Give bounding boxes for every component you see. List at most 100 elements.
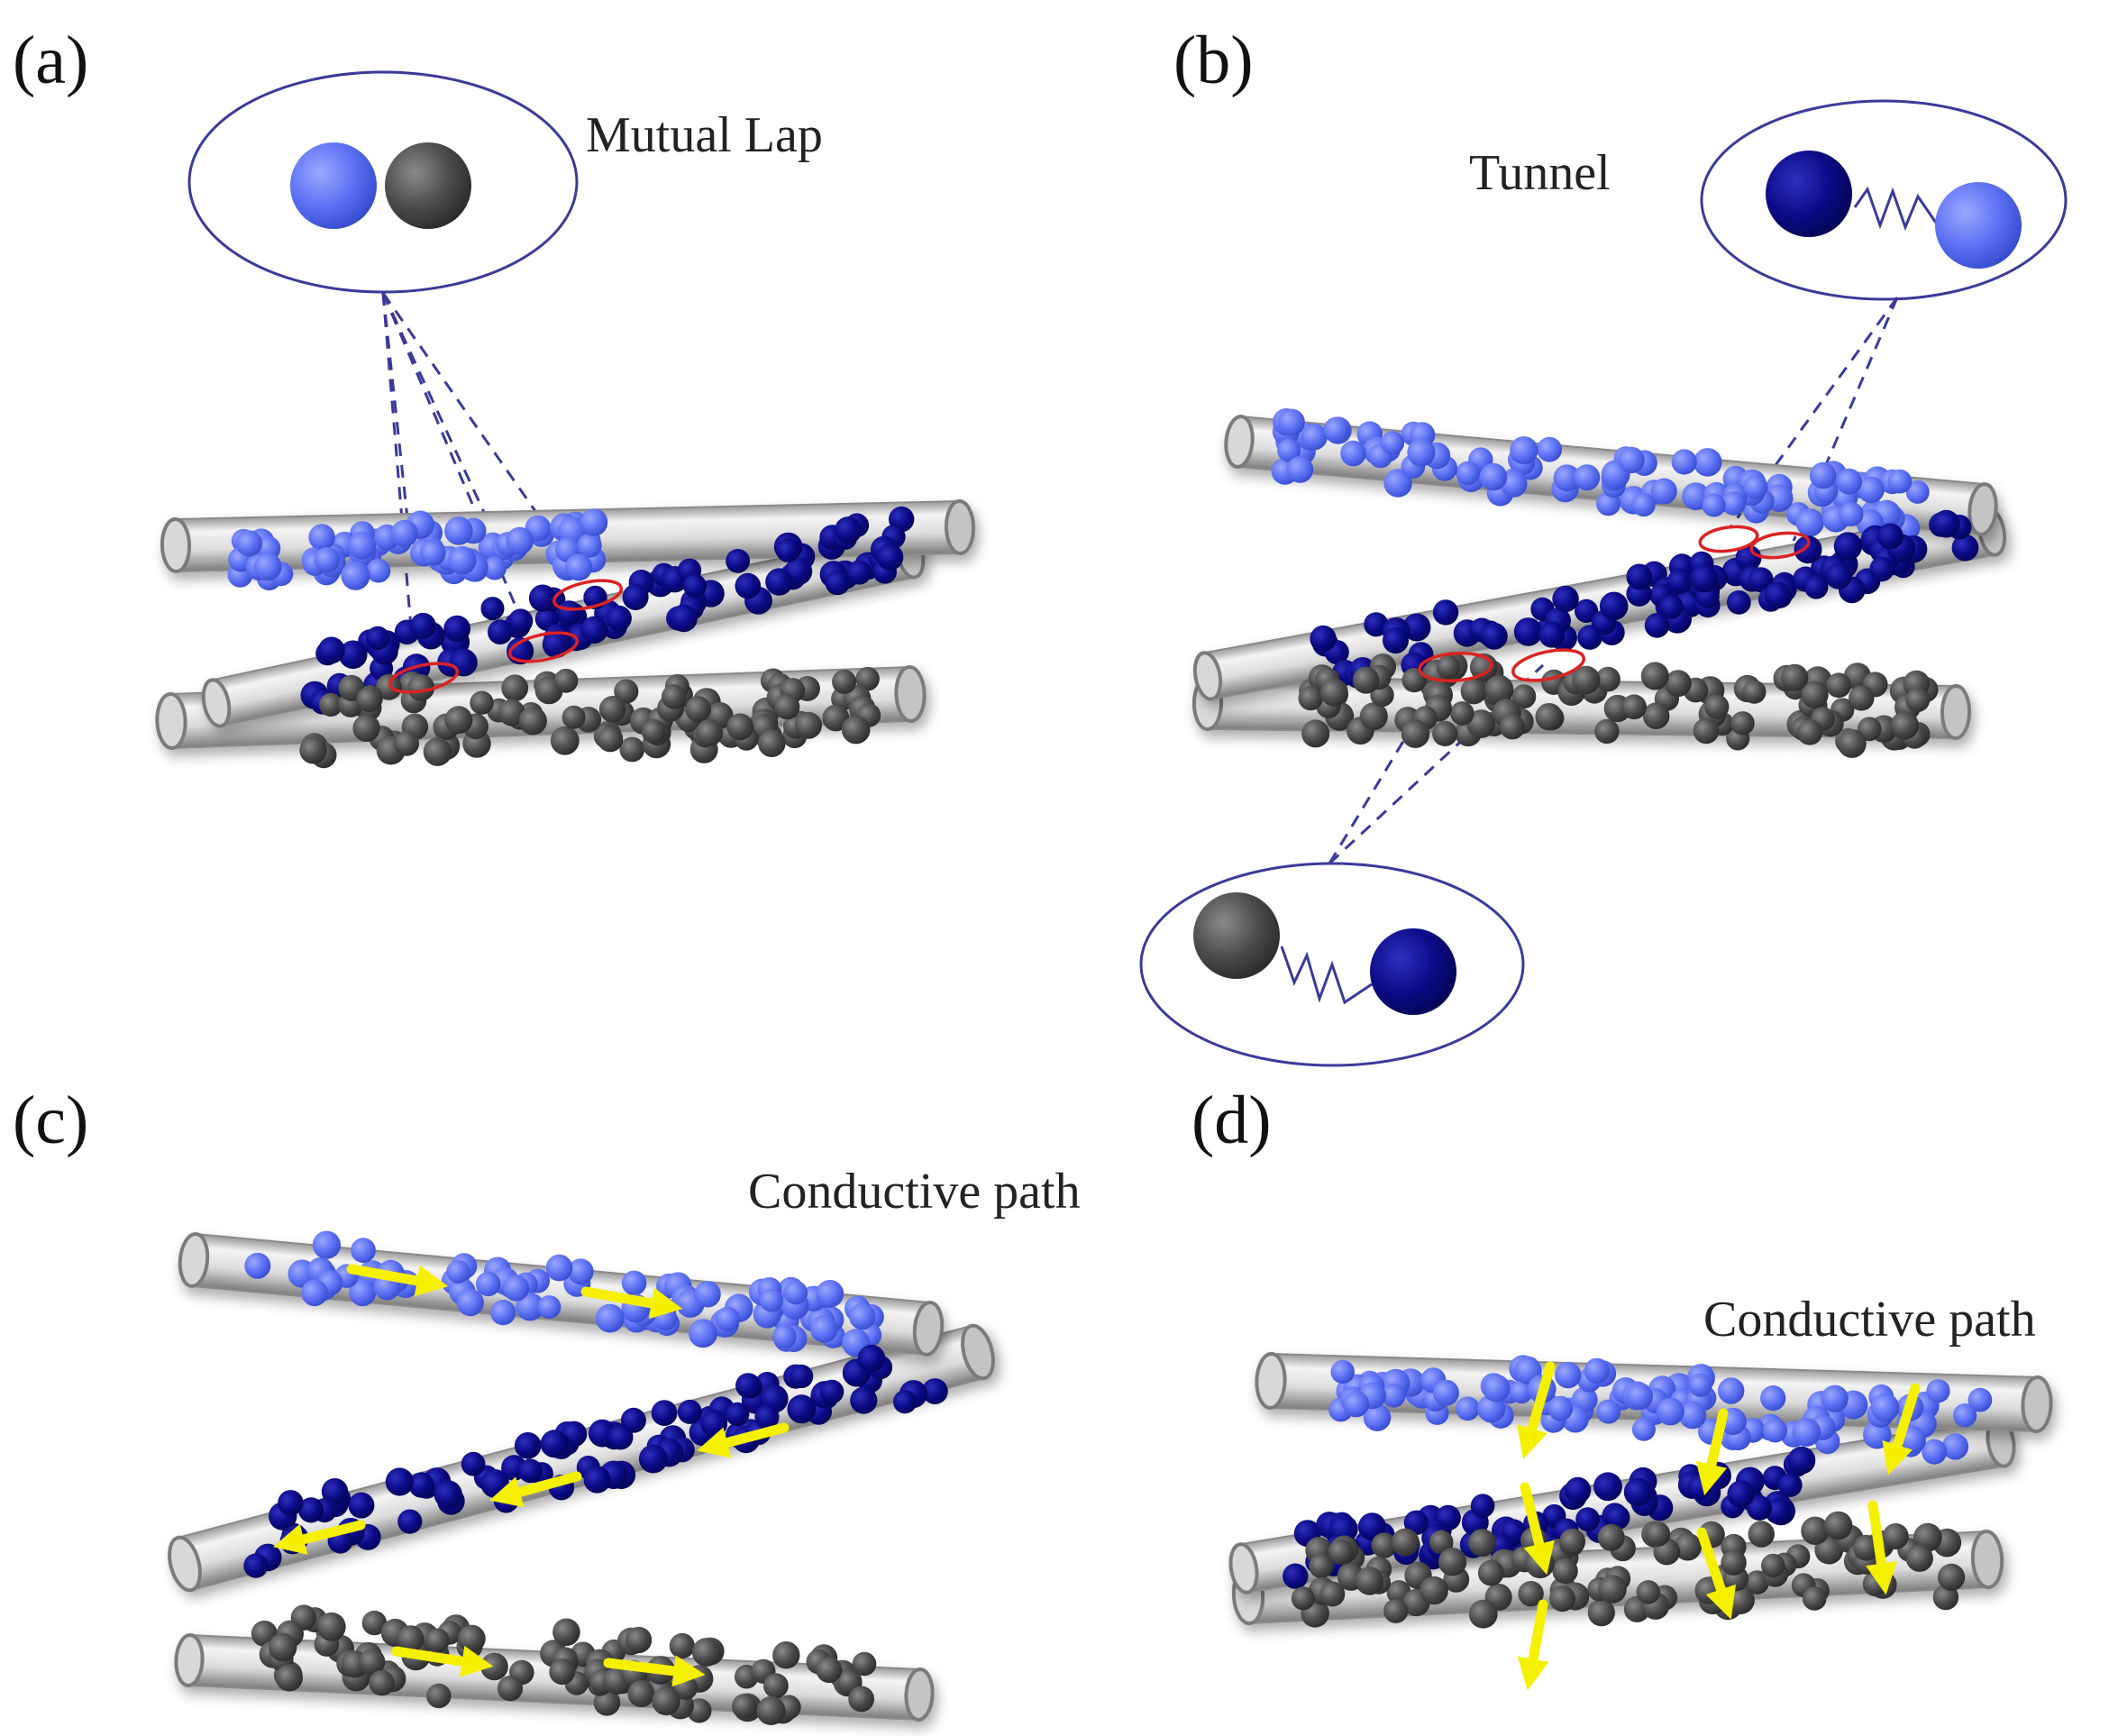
particle (848, 1686, 874, 1713)
arrow-icon (1517, 1361, 1556, 1459)
particle (685, 696, 712, 723)
particle (1420, 1576, 1448, 1605)
particle (1460, 678, 1487, 705)
particle (822, 704, 850, 732)
particle (735, 1373, 762, 1399)
particle (759, 1288, 783, 1312)
particle (308, 524, 335, 551)
particle (503, 1275, 530, 1302)
particle (922, 1378, 948, 1404)
particle (1659, 595, 1684, 619)
particle (1401, 719, 1430, 748)
particle (726, 549, 750, 573)
particle (787, 1394, 817, 1424)
particle (253, 553, 282, 581)
particle (1340, 440, 1366, 467)
particle (691, 1638, 721, 1667)
particle (482, 556, 507, 580)
particle (758, 729, 786, 757)
panel-b-caption: Tunnel (1469, 145, 1611, 201)
fibers-d (1228, 1352, 2053, 1629)
particle (490, 1300, 516, 1326)
particle (426, 1683, 452, 1709)
particle (1640, 662, 1669, 690)
particle (450, 648, 478, 677)
particle (317, 636, 345, 664)
callout-b-bottom (1139, 862, 1525, 1067)
particle (1650, 478, 1677, 505)
particle (715, 1306, 740, 1332)
particle (312, 1230, 341, 1259)
particle (597, 726, 624, 753)
particle (1932, 1584, 1959, 1611)
particle (1383, 1598, 1409, 1623)
particle-light-blue (290, 142, 377, 229)
callout-b-top (1700, 99, 2068, 301)
particle (488, 619, 513, 645)
panel-c: (c) Conductive path (13, 1083, 1081, 1725)
arrow-icon (489, 1471, 582, 1508)
particle (774, 694, 800, 720)
particle (726, 1402, 750, 1427)
particle (772, 1324, 797, 1349)
particle (1693, 717, 1720, 745)
particle (456, 1288, 484, 1317)
particle (298, 1497, 324, 1523)
particle (1890, 711, 1919, 740)
particle (299, 736, 327, 764)
particle (580, 508, 608, 536)
particle (1574, 464, 1601, 491)
particle (394, 730, 419, 756)
particle (1383, 469, 1412, 498)
particle (1690, 564, 1719, 593)
particle (1549, 1585, 1576, 1613)
particle (1330, 1359, 1355, 1384)
particle (1599, 591, 1629, 621)
particle (1572, 665, 1601, 695)
panel-d-caption: Conductive path (1703, 1292, 2036, 1348)
particle (1432, 1379, 1459, 1406)
particle (1760, 1385, 1786, 1412)
particle (1559, 1528, 1586, 1555)
particle (1597, 1523, 1625, 1551)
particle (670, 604, 698, 633)
fibers-b (1191, 408, 2007, 758)
particle (545, 1254, 573, 1282)
particle (448, 546, 477, 575)
particle (1432, 599, 1459, 626)
particle (651, 1400, 678, 1426)
particle (606, 605, 632, 632)
particle (518, 707, 547, 736)
particle (1436, 654, 1461, 679)
particle (1761, 1553, 1785, 1578)
particle (841, 715, 871, 745)
particle (1595, 666, 1621, 692)
particle (1468, 1599, 1498, 1629)
particle (1833, 532, 1863, 561)
particle (434, 1480, 462, 1509)
particle (369, 1669, 395, 1696)
particle (1477, 1559, 1504, 1586)
particle (470, 690, 494, 715)
particle (1552, 1558, 1578, 1585)
particle (1636, 1580, 1661, 1604)
spring-icon (1280, 946, 1373, 1005)
particle (348, 1492, 375, 1519)
particle (1801, 681, 1829, 708)
callout-a (187, 70, 579, 294)
particle (352, 714, 380, 742)
particle (754, 1404, 780, 1430)
particle (1364, 612, 1389, 637)
particle (1887, 469, 1913, 494)
particle (857, 1344, 886, 1373)
particle (351, 1238, 376, 1264)
particle (1905, 1544, 1933, 1572)
particle (356, 687, 382, 713)
particle (1795, 508, 1824, 537)
particle (855, 666, 880, 691)
particle (583, 1466, 611, 1494)
particle (595, 1303, 625, 1333)
particle (1479, 462, 1508, 491)
particle (269, 1632, 297, 1662)
particle (1484, 675, 1514, 704)
